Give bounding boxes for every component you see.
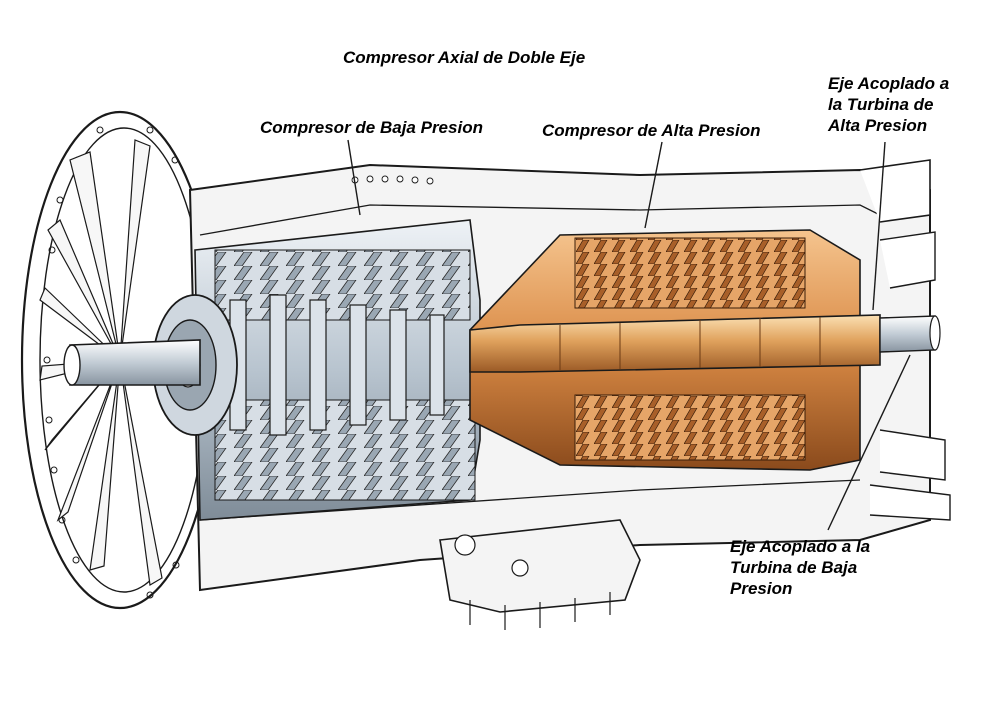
label-hp-turbine-shaft-line: la Turbina de: [828, 95, 934, 114]
label-lp-turbine-shaft: Eje Acoplado a la Turbina de Baja Presio…: [730, 536, 870, 599]
label-hp-turbine-shaft-line: Alta Presion: [828, 116, 928, 135]
label-lp-turbine-shaft-line: Turbina de Baja: [730, 558, 858, 577]
lp-shaft-rear: [879, 315, 941, 353]
leader-lp-shaft: [827, 354, 911, 531]
label-hp-turbine-shaft: Eje Acoplado a la Turbina de Alta Presio…: [828, 73, 949, 136]
diagram-title: Compresor Axial de Doble Eje: [343, 48, 586, 67]
inlet-guide-vanes: [39, 139, 163, 586]
leader-low-pressure: [347, 139, 361, 216]
low-pressure-compressor-section: [194, 219, 481, 521]
accessory-gearbox: [439, 519, 641, 630]
label-high-pressure-compressor: Compresor de Alta Presion: [542, 121, 761, 140]
lp-shaft-front: [63, 339, 201, 386]
leader-lines: [347, 139, 911, 531]
label-lp-turbine-shaft-line: Presion: [730, 579, 793, 598]
leader-hp-shaft: [872, 141, 886, 311]
leader-high-pressure: [644, 141, 663, 229]
label-low-pressure-compressor: Compresor de Baja Presion: [260, 118, 483, 137]
hp-shaft: [469, 314, 881, 373]
label-hp-turbine-shaft-line: Eje Acoplado a: [828, 74, 950, 93]
label-lp-turbine-shaft-line: Eje Acoplado a la: [730, 537, 871, 556]
